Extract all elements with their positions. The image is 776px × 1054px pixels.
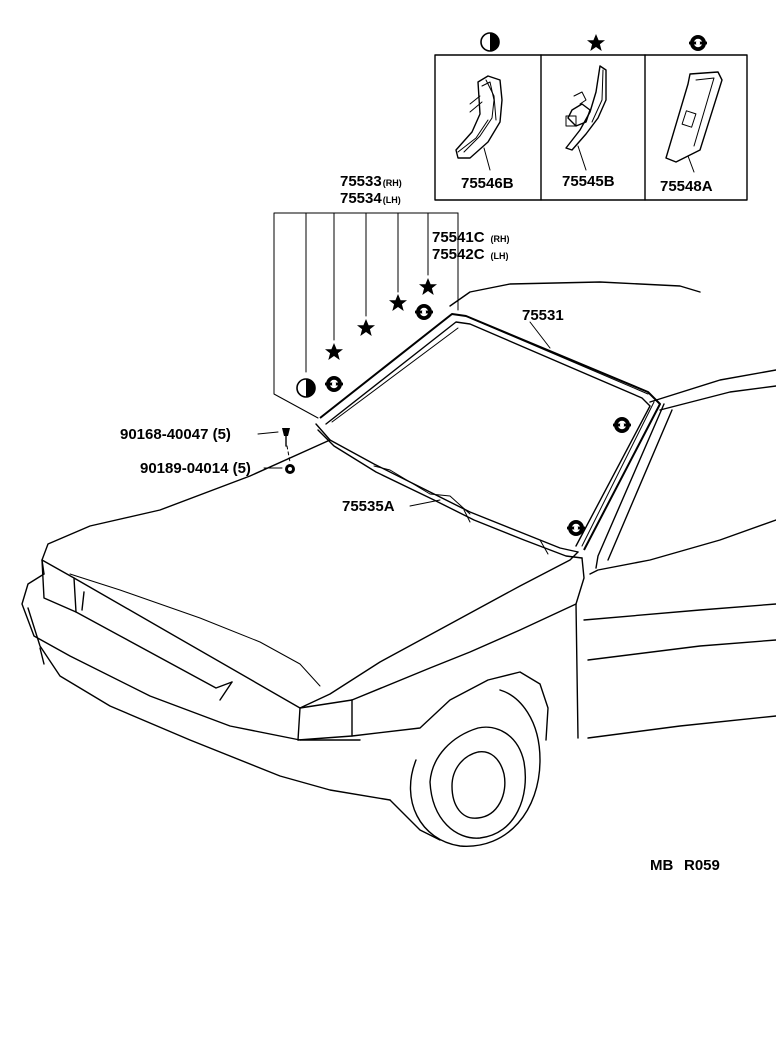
callout-75541c-rh: 75541C(RH) <box>432 229 510 246</box>
part-75546b-illustration <box>455 75 503 171</box>
half-circle-icon <box>296 378 316 398</box>
callout-75535a: 75535A <box>342 498 395 515</box>
part-75545b-illustration <box>565 65 607 171</box>
leader-bracket <box>257 212 551 507</box>
callout-90168-40047: 90168-40047 (5) <box>120 426 231 443</box>
star-icon <box>587 34 605 51</box>
screw-and-nut <box>282 428 295 474</box>
legend-box-frame <box>434 54 748 201</box>
ring-icon <box>689 35 707 51</box>
ring-icon <box>613 417 631 433</box>
ring-icon <box>415 304 433 320</box>
star-icon <box>325 343 343 360</box>
part-label-75546b: 75546B <box>461 175 514 192</box>
ring-icon <box>325 376 343 392</box>
star-icon <box>419 278 437 295</box>
car-body <box>21 281 776 847</box>
part-75548a-illustration <box>665 71 723 173</box>
callout-75533-rh: 75533(RH) <box>340 173 402 190</box>
legend-symbols <box>480 32 707 52</box>
half-circle-icon <box>480 32 500 52</box>
star-icon <box>389 294 407 311</box>
diagram-code-right: R059 <box>684 857 720 874</box>
callout-75534-lh: 75534(LH) <box>340 190 401 207</box>
callout-75531: 75531 <box>522 307 564 324</box>
star-icon <box>357 319 375 336</box>
callout-90189-04014: 90189-04014 (5) <box>140 460 251 477</box>
diagram-code-left: MB <box>650 857 673 874</box>
part-label-75548a: 75548A <box>660 178 713 195</box>
part-label-75545b: 75545B <box>562 173 615 190</box>
callout-75542c-lh: 75542C(LH) <box>432 246 509 263</box>
